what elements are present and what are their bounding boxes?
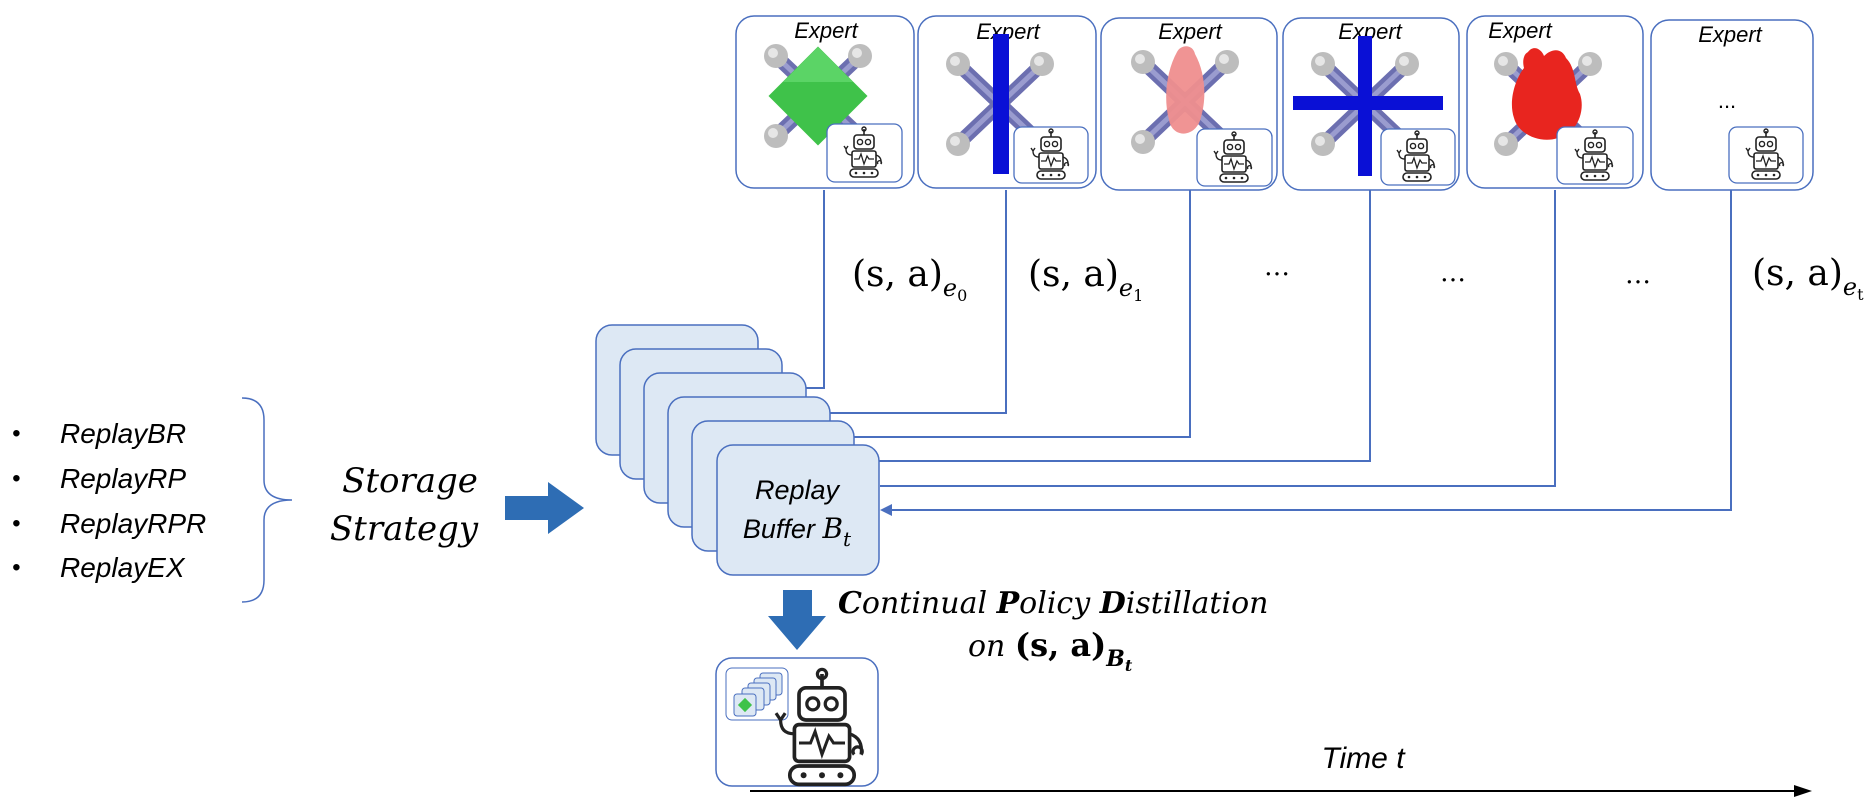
strategy-item-3: ReplayEX: [60, 552, 186, 583]
time-label: Time t: [1321, 742, 1406, 775]
ant-robot-icon: [1293, 36, 1443, 176]
distillation-line1: Continual Policy Distillation: [838, 586, 1268, 621]
connector-arrowhead: [880, 504, 892, 516]
strategy-list: • ReplayBR • ReplayRP • ReplayRPR • Repl…: [12, 418, 206, 583]
replay-buffer-front: [716, 444, 880, 576]
pair-label-5: (s, a)et: [1752, 253, 1864, 304]
right-arrow-icon: [505, 482, 584, 534]
expert-card-1: Expert: [917, 15, 1097, 189]
strategy-item-1: ReplayRP: [60, 463, 186, 494]
replay-buffer-stack: [595, 324, 880, 576]
connector-4: [880, 190, 1556, 487]
ant-robot-icon: [946, 34, 1054, 174]
ant-robot-icon: [764, 44, 872, 148]
ant-robot-icon: [1494, 48, 1602, 156]
expert-label-2: Expert: [1158, 19, 1222, 44]
pair-label-2: …: [1264, 252, 1290, 282]
ant-robot-icon: [1131, 46, 1239, 154]
bullet-icon: •: [12, 465, 20, 492]
strategy-item-0: ReplayBR: [60, 418, 186, 449]
expert-ellipsis: ...: [1718, 88, 1736, 113]
expert-card-2: Expert: [1100, 17, 1278, 191]
storage-label-line1: Storage: [342, 461, 478, 501]
bullet-icon: •: [12, 554, 20, 581]
pair-label-0: (s, a)e0: [852, 254, 967, 305]
buffer-label-line1: Replay: [755, 475, 841, 505]
time-axis-arrowhead: [1794, 785, 1812, 797]
bullet-icon: •: [12, 510, 20, 537]
student-agent-card: [715, 657, 879, 787]
pair-label-3: …: [1440, 258, 1466, 288]
expert-card-5: Expert ...: [1650, 19, 1814, 191]
connector-lines: [760, 190, 1732, 511]
down-arrow-icon: [768, 590, 826, 650]
connector-1: [760, 190, 1007, 414]
mini-buffer-stack-icon: [725, 667, 789, 721]
bullet-icon: •: [12, 420, 20, 447]
expert-label-5: Expert: [1698, 22, 1762, 47]
expert-card-3: Expert: [1282, 17, 1460, 191]
expert-card-0: Expert: [735, 15, 915, 189]
pair-labels: (s, a)e0 (s, a)e1 … … … (s, a)et: [852, 252, 1864, 305]
expert-card-4: Expert: [1466, 15, 1644, 189]
strategy-item-2: ReplayRPR: [60, 508, 206, 539]
pair-label-4: …: [1625, 260, 1651, 290]
connector-3: [856, 190, 1371, 462]
distillation-line2: on (s, a)Bt: [968, 626, 1133, 675]
curly-brace: [241, 397, 293, 603]
expert-label-0: Expert: [794, 18, 858, 43]
storage-label-line2: Strategy: [330, 509, 479, 549]
pair-label-1: (s, a)e1: [1028, 254, 1143, 305]
connector-5: [886, 190, 1732, 511]
expert-label-4: Expert: [1488, 18, 1552, 43]
buffer-label-line2: Buffer Bt: [743, 512, 852, 551]
connector-2: [830, 190, 1191, 438]
